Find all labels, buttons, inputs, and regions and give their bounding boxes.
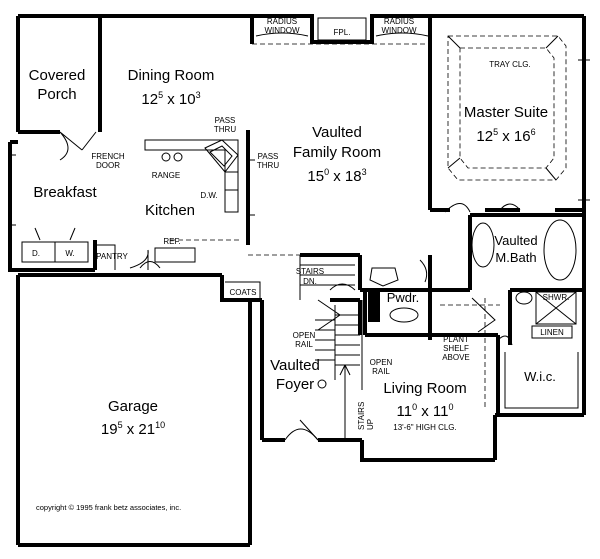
garage-name: Garage: [108, 398, 158, 415]
stairs-down-1: STAIRS: [296, 267, 324, 276]
fireplace-label: FPL.: [334, 28, 351, 37]
kitchen-label: Kitchen: [145, 202, 195, 219]
dryer-label: D.: [32, 249, 40, 258]
master-bath-line2: M.Bath: [495, 250, 536, 265]
french-door-2: DOOR: [96, 161, 120, 170]
dining-room-name: Dining Room: [128, 67, 215, 84]
plant-shelf-2: SHELF: [443, 344, 469, 353]
shower-label: SHWR.: [543, 293, 570, 302]
dining-room-dimensions: 125 x 103: [141, 90, 200, 108]
high-ceiling-label: 13'-6" HIGH CLG.: [393, 423, 457, 432]
open-rail-right-2: RAIL: [372, 367, 390, 376]
range-label: RANGE: [152, 171, 180, 180]
family-room-line1: Vaulted: [312, 124, 362, 141]
annotation-labels: RADIUS WINDOW RADIUS WINDOW FPL. TRAY CL…: [32, 17, 569, 512]
foyer-line2: Foyer: [276, 376, 314, 393]
refrigerator-label: REF.: [163, 237, 180, 246]
stairs-up-2: UP: [366, 419, 375, 430]
dishwasher-label: D.W.: [200, 191, 217, 200]
exterior-walls: [8, 14, 586, 547]
covered-porch-line1: Covered: [29, 67, 86, 84]
covered-porch-line2: Porch: [37, 86, 76, 103]
pass-thru-family-2: THRU: [257, 161, 279, 170]
room-labels: Covered Porch Dining Room 125 x 103 Vaul…: [29, 67, 556, 438]
open-rail-left-2: RAIL: [295, 340, 313, 349]
pass-thru-family-1: PASS: [258, 152, 279, 161]
open-rail-right-1: OPEN: [370, 358, 393, 367]
radius-window-right-1: RADIUS: [384, 17, 414, 26]
living-room-dimensions: 110 x 110: [396, 402, 453, 420]
garage-dimensions: 195 x 2110: [101, 420, 165, 438]
radius-window-left-2: WINDOW: [264, 26, 300, 35]
washer-label: W.: [65, 249, 74, 258]
french-door-1: FRENCH: [91, 152, 125, 161]
foyer-line1: Vaulted: [270, 357, 320, 374]
open-rail-left-1: OPEN: [293, 331, 316, 340]
family-room-dimensions: 150 x 183: [307, 167, 366, 185]
radius-window-left-1: RADIUS: [267, 17, 297, 26]
stairs-up-1: STAIRS: [357, 402, 366, 430]
pass-thru-kitchen-1: PASS: [215, 116, 236, 125]
plan-details: [12, 17, 590, 441]
stairs-down-2: DN.: [303, 277, 317, 286]
radius-window-right-2: WINDOW: [381, 26, 417, 35]
living-room-name: Living Room: [383, 380, 466, 397]
walk-in-closet-label: W.i.c.: [524, 369, 556, 384]
master-bath-line1: Vaulted: [494, 233, 537, 248]
powder-room-label: Pwdr.: [387, 290, 420, 305]
plant-shelf-3: ABOVE: [442, 353, 470, 362]
master-suite-name: Master Suite: [464, 104, 548, 121]
linen-label: LINEN: [540, 328, 564, 337]
coats-label: COATS: [230, 288, 257, 297]
stairs-up-label: STAIRS UP: [357, 402, 375, 430]
plant-shelf-1: PLANT: [443, 335, 469, 344]
breakfast-label: Breakfast: [33, 184, 97, 201]
master-suite-dimensions: 125 x 166: [476, 127, 535, 145]
family-room-line2: Family Room: [293, 144, 381, 161]
pass-thru-kitchen-2: THRU: [214, 125, 236, 134]
tray-ceiling-label: TRAY CLG.: [489, 60, 531, 69]
copyright-text: copyright © 1995 frank betz associates, …: [36, 503, 181, 512]
pantry-label: PANTRY: [96, 252, 128, 261]
